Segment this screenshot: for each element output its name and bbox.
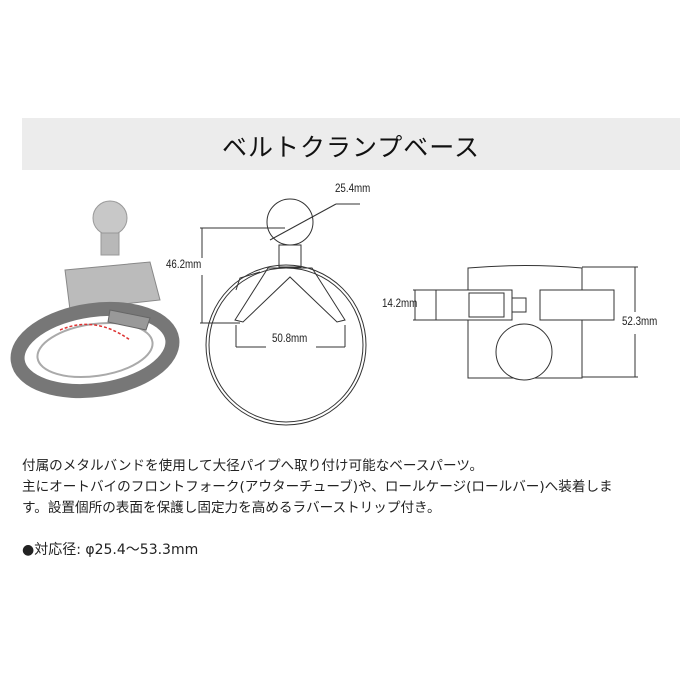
ball-diameter-label: 25.4mm xyxy=(335,183,371,195)
description: 付属のメタルバンドを使用して大径パイプへ取り付け可能なベースパーツ。 主にオート… xyxy=(22,456,692,519)
band-width-label: 14.2mm xyxy=(382,298,418,310)
top-view-drawing xyxy=(413,265,638,381)
base-width-label: 50.8mm xyxy=(272,333,308,345)
description-line: 主にオートバイのフロントフォーク(アウターチューブ)や、ロールケージ(ロールバー… xyxy=(22,479,613,495)
description-line: 付属のメタルバンドを使用して大径パイプへ取り付け可能なベースパーツ。 xyxy=(22,458,484,474)
title-banner: ベルトクランプベース xyxy=(22,118,680,170)
product-diagrams xyxy=(10,198,638,426)
front-view-drawing xyxy=(200,198,367,426)
description-line: す。設置個所の表面を保護し固定力を高めるラバーストリップ付き。 xyxy=(22,500,441,516)
page-title: ベルトクランプベース xyxy=(221,133,480,162)
compatible-diameter-spec: ●対応径: φ25.4～53.3mm xyxy=(22,542,199,558)
length-label: 52.3mm xyxy=(622,316,658,328)
height-label: 46.2mm xyxy=(166,259,202,271)
product-photo xyxy=(10,200,180,399)
